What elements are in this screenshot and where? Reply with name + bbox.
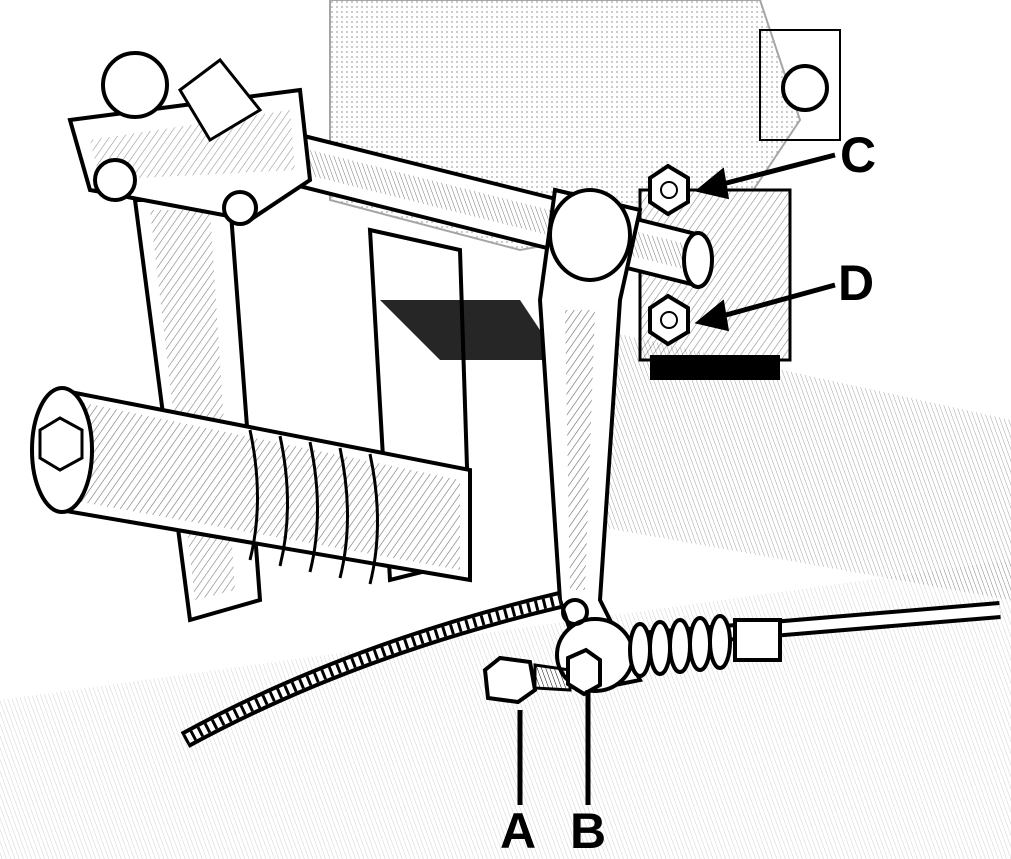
nut-d [648,293,690,347]
leader-lines [517,152,836,805]
callout-label-b: B [570,803,606,859]
clevis-joint [67,51,313,226]
lower-cross-shaft [30,386,472,585]
callout-label-d: D [838,255,874,311]
return-spring [628,614,782,678]
callout-label-a: A [500,803,536,859]
lock-nut-a [482,655,572,705]
lever-arm [537,187,643,693]
nut-c [648,163,690,217]
callout-label-c: C [840,127,876,183]
adjusting-nut-b [561,598,602,697]
